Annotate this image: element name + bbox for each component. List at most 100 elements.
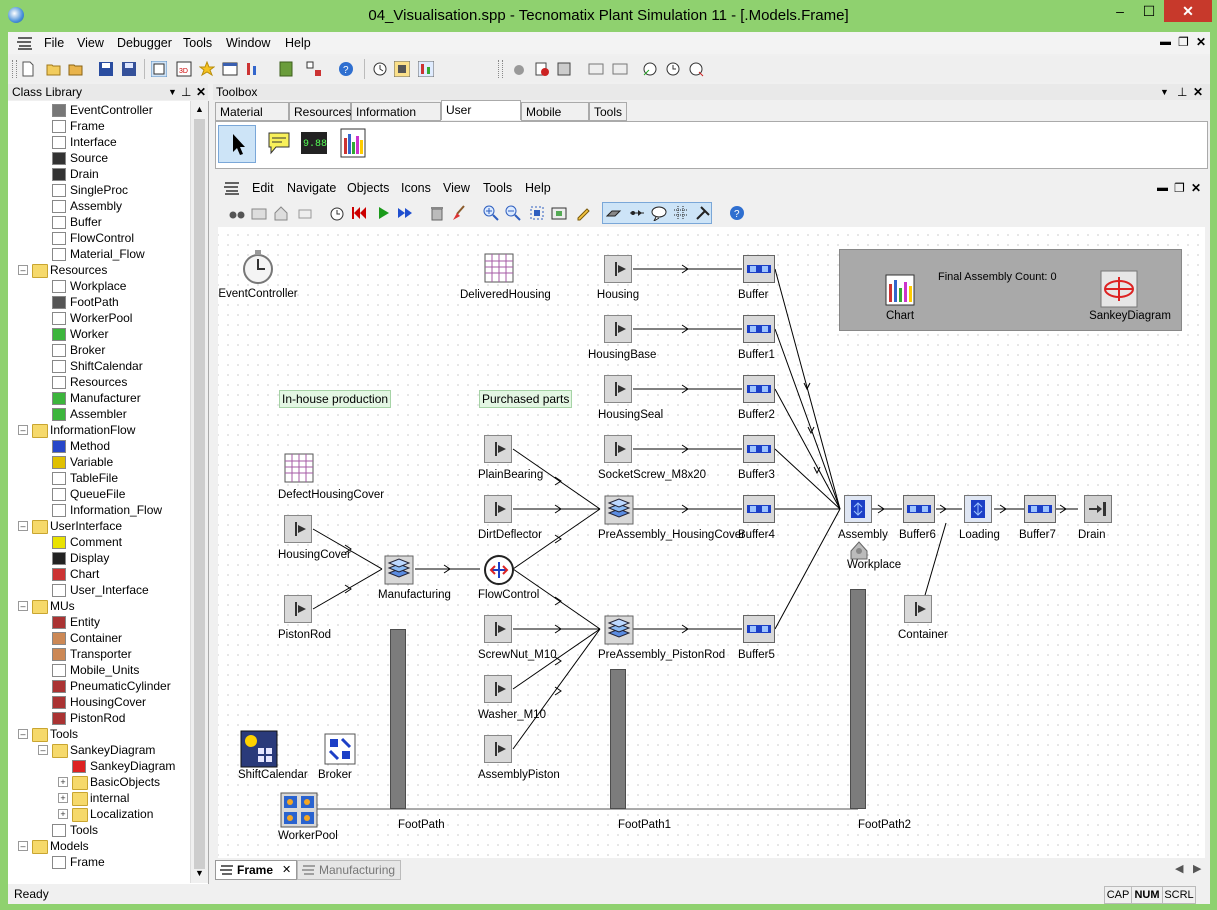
event-controller-icon[interactable] (329, 205, 345, 221)
binoculars-icon[interactable] (229, 205, 245, 221)
save-all-icon[interactable] (121, 61, 137, 77)
buffer7[interactable] (1024, 495, 1056, 523)
plain-bearing-source[interactable] (484, 435, 512, 463)
tab-tools[interactable]: Tools (589, 102, 627, 121)
tab-information-flow[interactable]: Information Flow (351, 102, 441, 138)
minimize-button[interactable]: – (1116, 3, 1124, 19)
tab-close-icon[interactable]: ✕ (282, 864, 292, 876)
sankey-diagram-icon[interactable] (1100, 270, 1138, 308)
frame-minimize-icon[interactable]: ▬ (1157, 182, 1168, 194)
tree-item-tools[interactable]: Tools (8, 822, 188, 838)
tree-item-mus[interactable]: –MUs (8, 598, 188, 614)
scroll-thumb[interactable] (194, 119, 205, 869)
buffer[interactable] (743, 255, 775, 283)
pencil-icon[interactable] (575, 205, 591, 221)
final-assembly-display[interactable]: Final Assembly Count: 0 (938, 271, 1057, 283)
menu-window[interactable]: Window (226, 36, 271, 50)
window-copy-icon[interactable] (612, 61, 628, 77)
3d-view-icon[interactable]: 3D (176, 61, 192, 77)
frame-menu-help[interactable]: Help (525, 181, 551, 195)
shift-calendar-icon[interactable] (240, 730, 278, 768)
event-controller-icon[interactable] (241, 249, 275, 285)
toolbar-grip[interactable] (12, 60, 17, 78)
tree-item-userinterface[interactable]: –UserInterface (8, 518, 188, 534)
tree-item-shiftcalendar[interactable]: ShiftCalendar (8, 358, 188, 374)
defect-housing-table-icon[interactable] (284, 453, 314, 483)
model-tree-icon[interactable] (306, 61, 322, 77)
frame-menu-edit[interactable]: Edit (252, 181, 274, 195)
toolbar-grip[interactable] (498, 60, 503, 78)
flow-control-icon[interactable] (483, 554, 515, 586)
socket-screw-source[interactable] (604, 435, 632, 463)
tree-item-frame[interactable]: Frame (8, 118, 188, 134)
tree-item-method[interactable]: Method (8, 438, 188, 454)
model-canvas[interactable]: Chart Final Assembly Count: 0 SankeyDiag… (218, 227, 1205, 858)
buffer4[interactable] (743, 495, 775, 523)
collapse-icon[interactable]: – (38, 745, 48, 755)
tree-item-source[interactable]: Source (8, 150, 188, 166)
housing-cover-source[interactable] (284, 515, 312, 543)
tree-item-information-flow[interactable]: Information_Flow (8, 502, 188, 518)
tree-item-internal[interactable]: +internal (8, 790, 188, 806)
maximize-button[interactable]: ☐ (1142, 3, 1156, 19)
connector-icon[interactable] (629, 205, 645, 221)
pin-icon[interactable]: ⊥ (1177, 85, 1188, 99)
breakpoint-icon[interactable] (534, 61, 550, 77)
tree-item-mobile-units[interactable]: Mobile_Units (8, 662, 188, 678)
buffer1[interactable] (743, 315, 775, 343)
timer-icon[interactable] (665, 61, 681, 77)
tree-item-interface[interactable]: Interface (8, 134, 188, 150)
tab-scroll-left-icon[interactable]: ◀ (1175, 863, 1184, 875)
footpath1[interactable] (610, 669, 626, 809)
tree-item-chart[interactable]: Chart (8, 566, 188, 582)
collapse-icon[interactable]: – (18, 729, 28, 739)
tree-item-housingcover[interactable]: HousingCover (8, 694, 188, 710)
preassembly-piston-icon[interactable] (604, 615, 634, 645)
delete-icon[interactable] (429, 205, 445, 221)
tree-item-comment[interactable]: Comment (8, 534, 188, 550)
preassembly-housing-icon[interactable] (604, 495, 634, 525)
housing-base-source[interactable] (604, 315, 632, 343)
scroll-up-icon[interactable]: ▲ (195, 104, 204, 114)
profiler-icon[interactable] (244, 61, 260, 77)
panel-close-icon[interactable]: ✕ (1193, 85, 1204, 99)
collapse-icon[interactable]: – (18, 521, 28, 531)
buffer6[interactable] (903, 495, 935, 523)
worker-pool-icon[interactable] (280, 792, 318, 828)
open-folder-icon[interactable] (68, 61, 84, 77)
collapse-icon[interactable]: – (18, 601, 28, 611)
tree-item-sankeydiagram[interactable]: –SankeyDiagram (8, 742, 188, 758)
broker-icon[interactable] (324, 733, 356, 765)
statistics-icon[interactable] (418, 61, 434, 77)
debugger-icon[interactable] (511, 61, 527, 77)
tree-item-frame[interactable]: Frame (8, 854, 188, 870)
class-library-icon[interactable] (151, 61, 167, 77)
tree-item-variable[interactable]: Variable (8, 454, 188, 470)
tab-scroll-right-icon[interactable]: ▶ (1193, 863, 1202, 875)
tab-material-flow[interactable]: Material Flow (215, 102, 289, 138)
tree-item-singleproc[interactable]: SingleProc (8, 182, 188, 198)
comment-tool-icon[interactable] (266, 130, 292, 156)
frame-menu-icons[interactable]: Icons (401, 181, 431, 195)
frame-close-icon[interactable]: ✕ (1191, 181, 1202, 195)
footpath[interactable] (390, 629, 406, 809)
tree-item-sankeydiagram[interactable]: SankeyDiagram (8, 758, 188, 774)
screw-nut-source[interactable] (484, 615, 512, 643)
app-icon[interactable] (8, 7, 24, 23)
mdi-restore-icon[interactable]: ❐ (1178, 35, 1189, 49)
tree-item-localization[interactable]: +Localization (8, 806, 188, 822)
tree-item-broker[interactable]: Broker (8, 342, 188, 358)
pin-icon[interactable]: ⊥ (181, 85, 192, 99)
tree-item-container[interactable]: Container (8, 630, 188, 646)
collapse-icon[interactable]: – (18, 265, 28, 275)
tree-item-tablefile[interactable]: TableFile (8, 470, 188, 486)
buffer5[interactable] (743, 615, 775, 643)
collapse-icon[interactable]: – (18, 425, 28, 435)
zoom-in-icon[interactable] (483, 205, 499, 221)
tree-item-drain[interactable]: Drain (8, 166, 188, 182)
frame-menu-navigate[interactable]: Navigate (287, 181, 337, 195)
assembly-station[interactable] (844, 495, 872, 523)
collapse-icon[interactable]: – (18, 841, 28, 851)
grid-icon[interactable] (673, 205, 689, 221)
